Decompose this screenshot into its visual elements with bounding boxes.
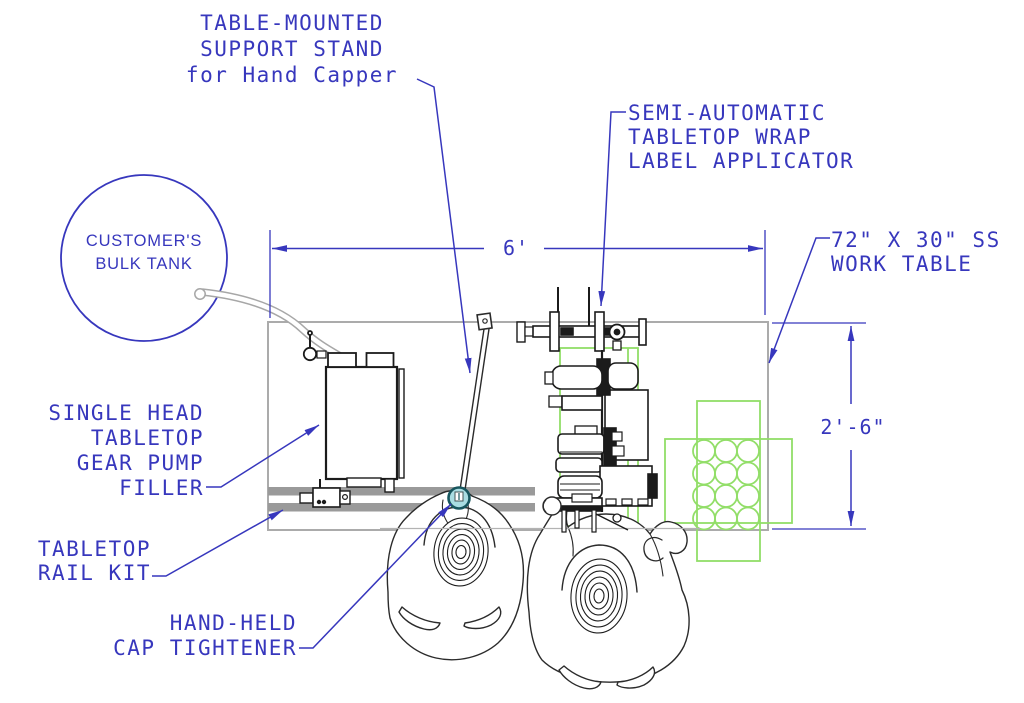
bottle-circles (692, 439, 760, 531)
label-work-table: 72" X 30" SS WORK TABLE (831, 228, 1021, 276)
label-line: FILLER (119, 476, 204, 500)
dimension-table-width (269, 230, 766, 318)
label-line: RAIL KIT (37, 561, 151, 585)
tabletop-rails (268, 487, 535, 512)
label-line: TABLE-MOUNTED (200, 11, 384, 35)
label-line: CAP TIGHTENER (113, 636, 297, 660)
label-line: for Hand Capper (185, 63, 399, 87)
label-line: 72" X 30" SS (831, 228, 1001, 252)
operator-capper (386, 490, 525, 661)
operator-labeler-hair (570, 558, 628, 634)
gear-pump-filler (299, 330, 405, 508)
hand-capper (447, 486, 471, 510)
filler-nozzle (299, 487, 351, 508)
label-bulk-tank: CUSTOMER'S BULK TANK (59, 230, 229, 276)
label-line: HAND-HELD (169, 611, 297, 635)
label-line: SINGLE HEAD (48, 401, 204, 425)
operator-capper-hair (433, 517, 489, 587)
dimension-width-text: 6' (488, 236, 544, 260)
label-rail-kit: TABLETOP RAIL KIT (15, 537, 151, 585)
wrap-label-applicator (516, 287, 658, 533)
label-line: WORK TABLE (831, 252, 973, 276)
dimension-depth-text: 2'-6" (814, 415, 892, 439)
leader-rail-kit (152, 509, 284, 577)
dimension-lines (269, 230, 866, 530)
leader-filler (206, 424, 320, 488)
operator-labeler (526, 503, 690, 690)
label-wrap-applicator: SEMI-AUTOMATIC TABLETOP WRAP LABEL APPLI… (628, 101, 898, 173)
leader-lines (152, 78, 830, 649)
label-cap-tightener: HAND-HELD CAP TIGHTENER (98, 611, 297, 661)
label-line: TABLETOP (90, 426, 204, 450)
supply-hose (194, 288, 344, 361)
label-gear-pump-filler: SINGLE HEAD TABLETOP GEAR PUMP FILLER (18, 401, 204, 501)
label-line: LABEL APPLICATOR (628, 149, 855, 173)
dimension-table-depth (772, 322, 866, 530)
label-line: GEAR PUMP (76, 451, 204, 475)
label-line: TABLETOP (37, 537, 151, 561)
label-support-stand: TABLE-MOUNTED SUPPORT STAND for Hand Cap… (140, 10, 444, 88)
leader-support-stand (416, 78, 472, 374)
leader-cap-tightener (299, 503, 452, 649)
capper-support-stand (459, 312, 493, 491)
label-line: BULK TANK (95, 255, 193, 273)
leader-work-table (768, 237, 830, 364)
label-line: CUSTOMER'S (85, 232, 203, 250)
leader-label-applicator (598, 111, 626, 307)
label-line: SUPPORT STAND (200, 37, 384, 61)
label-line: SEMI-AUTOMATIC (628, 101, 827, 125)
label-line: TABLETOP WRAP (628, 125, 812, 149)
bulk-tank-circle (60, 174, 228, 342)
operator-hand (542, 496, 562, 516)
